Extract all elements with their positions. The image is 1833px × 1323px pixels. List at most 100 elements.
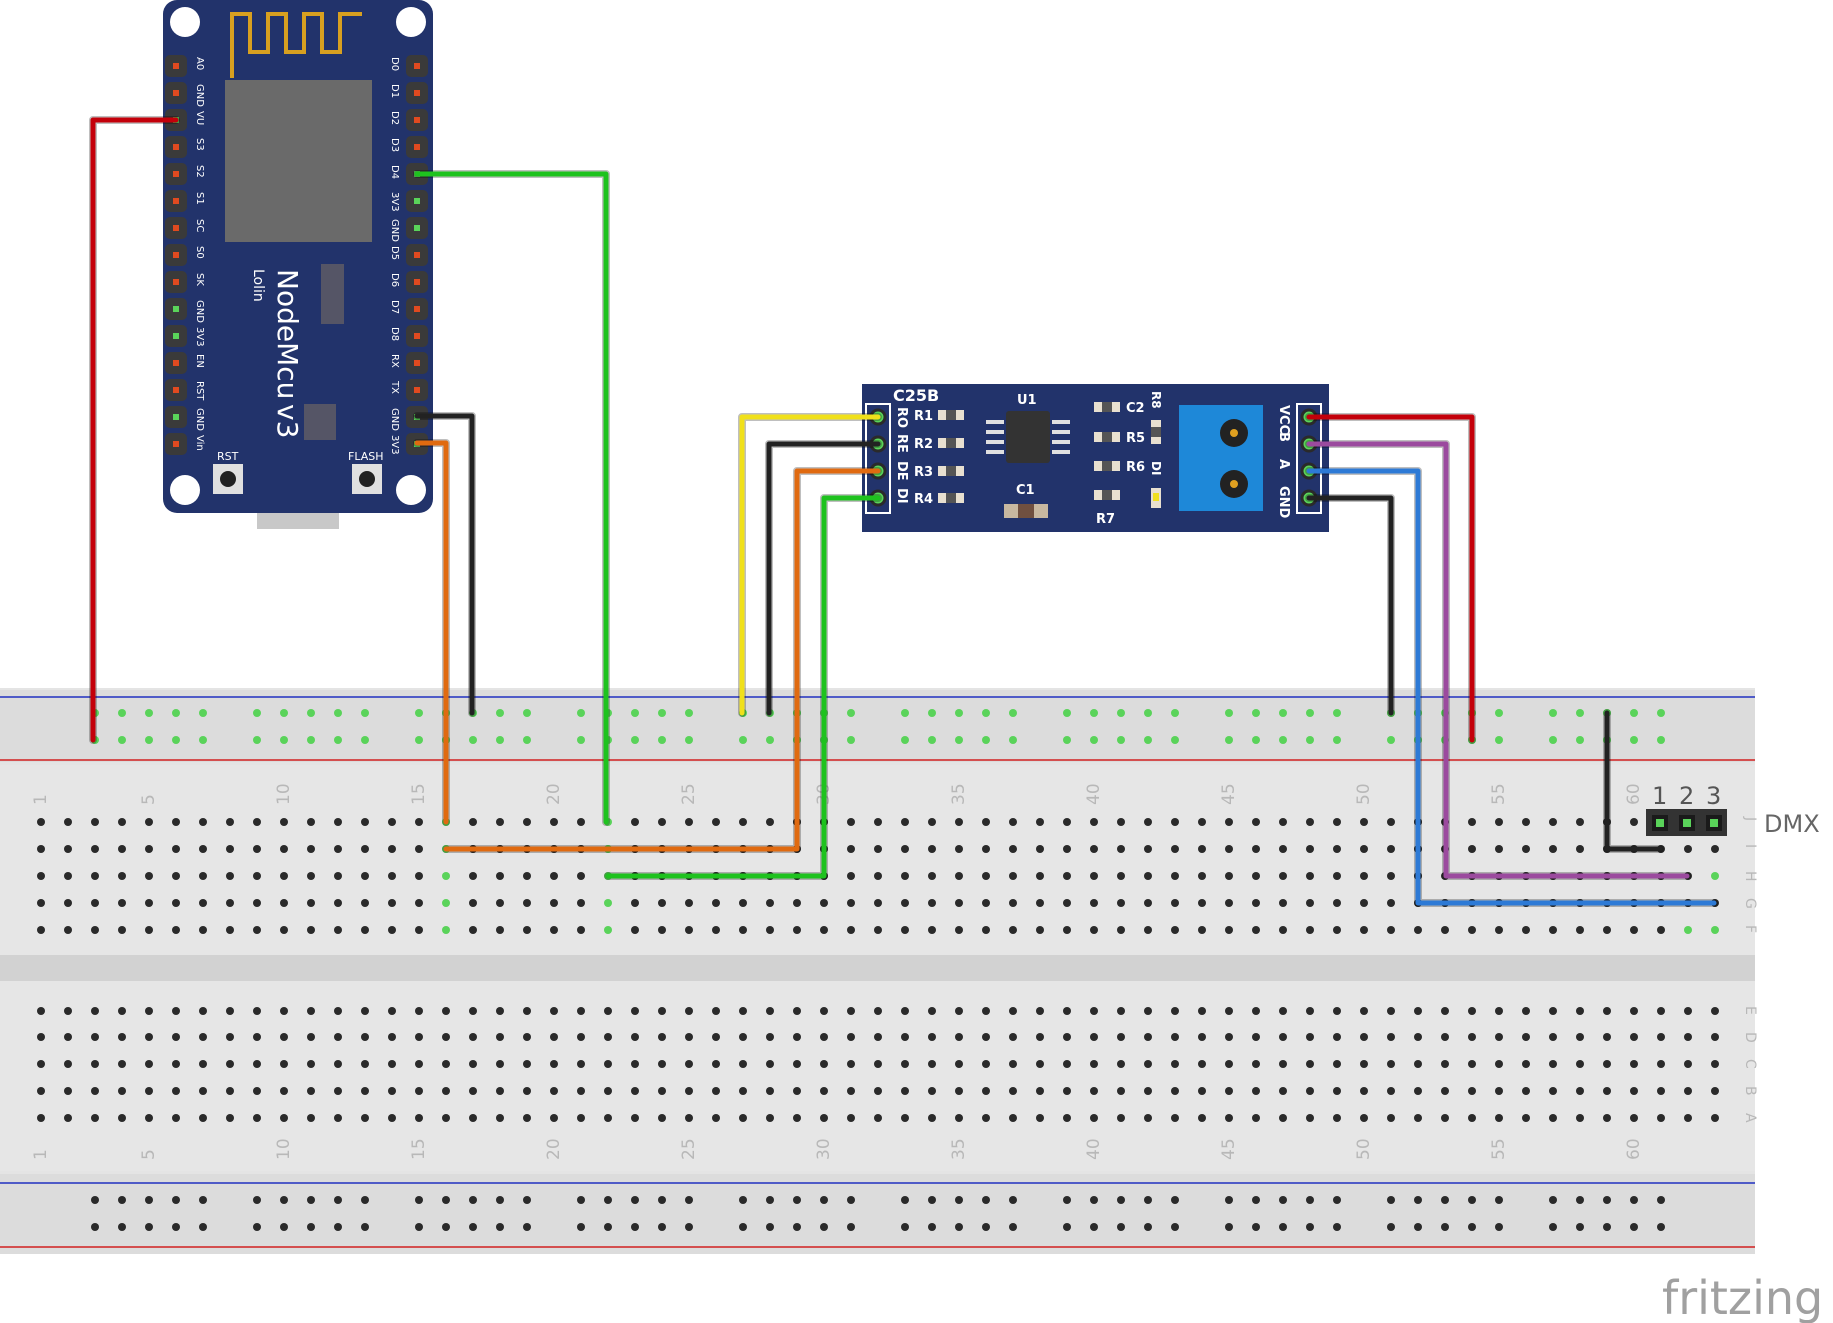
breadboard-hole [901, 1033, 909, 1041]
wire [1306, 414, 1475, 743]
rail-hole [1468, 1196, 1476, 1204]
nodemcu-right-pin-label: GND [389, 219, 400, 242]
breadboard-hole [1711, 1033, 1719, 1041]
terminal-area-top [0, 765, 1755, 955]
rst-button[interactable] [213, 464, 243, 494]
rail-hole [145, 1196, 153, 1204]
rail-hole [1252, 1223, 1260, 1231]
breadboard-hole [37, 1060, 45, 1068]
pin-contact [173, 90, 179, 96]
nodemcu-left-pin-label: Vin [194, 435, 205, 451]
flash-button[interactable] [352, 464, 382, 494]
breadboard-hole [766, 818, 774, 826]
pin-contact [414, 90, 420, 96]
breadboard-hole [1306, 818, 1314, 826]
breadboard-hole [199, 1114, 207, 1122]
rail-hole [280, 1223, 288, 1231]
breadboard-hole [334, 899, 342, 907]
row-letter: J [1742, 816, 1758, 821]
rs485-right-pin-label: VCC [1276, 405, 1291, 434]
breadboard-hole [1117, 818, 1125, 826]
rail-hole [442, 1223, 450, 1231]
breadboard-hole [928, 899, 936, 907]
breadboard-hole [631, 1007, 639, 1015]
breadboard-hole [1468, 1007, 1476, 1015]
component-label: DI [1149, 461, 1163, 475]
breadboard-hole [172, 899, 180, 907]
rail-hole [820, 1196, 828, 1204]
breadboard-hole [64, 1007, 72, 1015]
rail-hole [469, 1223, 477, 1231]
breadboard-hole [199, 1087, 207, 1095]
nodemcu-pin-headers: A0GNDVUS3S2S1SCS0SKGND3V3ENRSTGNDVinD0D1… [165, 55, 428, 455]
smd-resistor-body [946, 466, 956, 476]
breadboard-hole [1333, 1087, 1341, 1095]
column-number: 55 [1489, 1138, 1509, 1160]
c1-label: C1 [1016, 483, 1035, 498]
breadboard-hole [1414, 1114, 1422, 1122]
breadboard-hole [469, 1007, 477, 1015]
breadboard-hole [928, 845, 936, 853]
rail-hole [982, 736, 990, 744]
rail-hole [118, 736, 126, 744]
breadboard-hole [1333, 1007, 1341, 1015]
component-label: R1 [914, 409, 933, 424]
breadboard-hole [685, 1087, 693, 1095]
breadboard-hole [820, 1033, 828, 1041]
breadboard-hole [37, 926, 45, 934]
rail-hole [118, 709, 126, 717]
screw-terminal-1-center [1230, 429, 1238, 437]
breadboard-hole [1198, 926, 1206, 934]
breadboard-hole [1306, 1033, 1314, 1041]
breadboard-hole [469, 1087, 477, 1095]
breadboard-hole [1009, 1060, 1017, 1068]
fritzing-watermark: fritzing [1662, 1271, 1823, 1323]
breadboard-hole [1279, 926, 1287, 934]
breadboard-hole [280, 818, 288, 826]
breadboard-hole [712, 818, 720, 826]
rail-hole [415, 1223, 423, 1231]
breadboard-hole [1036, 899, 1044, 907]
breadboard-hole [901, 872, 909, 880]
breadboard-hole [1576, 1060, 1584, 1068]
rail-hole [685, 736, 693, 744]
rail-hole [1171, 1196, 1179, 1204]
breadboard-hole [1279, 872, 1287, 880]
component-label: R8 [1149, 391, 1163, 409]
breadboard-hole [1117, 926, 1125, 934]
breadboard-hole [1171, 1087, 1179, 1095]
pin-contact [173, 63, 179, 69]
breadboard-hole [226, 845, 234, 853]
breadboard-hole [577, 1114, 585, 1122]
wire [739, 414, 881, 716]
breadboard-hole [1198, 1060, 1206, 1068]
breadboard-hole [118, 1114, 126, 1122]
rail-hole [334, 709, 342, 717]
breadboard-hole [226, 1087, 234, 1095]
pin-contact [414, 387, 420, 393]
breadboard-hole [307, 818, 315, 826]
row-letter: D [1742, 1032, 1758, 1043]
breadboard-hole [1657, 1007, 1665, 1015]
breadboard-hole [847, 1060, 855, 1068]
smd-resistor-body [946, 438, 956, 448]
rail-hole [982, 709, 990, 717]
breadboard-hole [1387, 1114, 1395, 1122]
rail-hole [253, 736, 261, 744]
breadboard-hole [496, 1007, 504, 1015]
breadboard-hole [496, 926, 504, 934]
breadboard-hole [334, 818, 342, 826]
breadboard-hole [1468, 1114, 1476, 1122]
mount-hole [170, 7, 200, 37]
rail-hole [145, 1223, 153, 1231]
pin-contact [173, 387, 179, 393]
breadboard-hole [91, 1060, 99, 1068]
breadboard-hole [1333, 1060, 1341, 1068]
rail-hole [334, 1223, 342, 1231]
breadboard-hole [712, 1060, 720, 1068]
breadboard-hole [1441, 1060, 1449, 1068]
breadboard-hole [442, 899, 450, 907]
breadboard-hole [1441, 1114, 1449, 1122]
breadboard-hole [874, 899, 882, 907]
breadboard-hole [253, 1114, 261, 1122]
